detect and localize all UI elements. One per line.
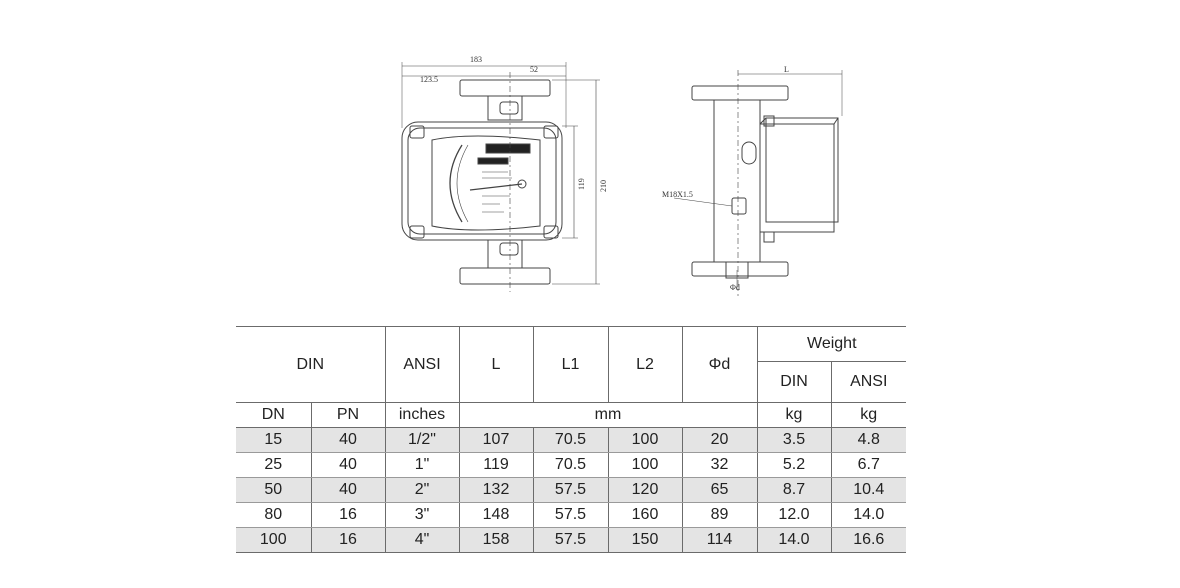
side-view	[673, 70, 843, 296]
cell-l: 158	[458, 527, 534, 553]
cell-l: 148	[458, 502, 534, 528]
header-phid: Φd	[681, 326, 758, 403]
cell-l1: 70.5	[532, 427, 609, 453]
cell-l: 107	[458, 427, 534, 453]
spec-table: DIN ANSI L L1 L2 Φd Weight DIN ANSI DN P…	[236, 326, 907, 553]
cell-pn: 40	[310, 477, 386, 503]
dim-overall-width: 183	[470, 55, 482, 64]
cell-weight-ansi: 10.4	[830, 477, 907, 503]
cell-inches: 4"	[384, 527, 460, 553]
cell-dn: 50	[236, 477, 312, 503]
cell-weight-din: 5.2	[756, 452, 832, 478]
cell-inches: 1/2"	[384, 427, 460, 453]
cell-weight-din: 8.7	[756, 477, 832, 503]
table-row: 100 16 4" 158 57.5 150 114 14.0 16.6	[236, 527, 907, 553]
unit-pn: PN	[310, 402, 386, 428]
dim-side-width: L	[784, 65, 789, 74]
table-row: 50 40 2" 132 57.5 120 65 8.7 10.4	[236, 477, 907, 503]
header-weight-ansi: ANSI	[830, 361, 907, 403]
cell-inches: 2"	[384, 477, 460, 503]
header-row-2: DIN ANSI	[236, 361, 907, 403]
header-din: DIN	[236, 326, 386, 403]
cell-weight-ansi: 4.8	[830, 427, 907, 453]
cell-weight-din: 12.0	[756, 502, 832, 528]
dim-overall-height: 210	[599, 180, 608, 192]
cell-dn: 100	[236, 527, 312, 553]
cell-phid: 32	[681, 452, 758, 478]
front-view	[401, 62, 600, 292]
cell-l1: 57.5	[532, 502, 609, 528]
technical-drawing: 183 123.5 52 119 210 L M18X1.5 Φd	[401, 55, 843, 296]
cell-l2: 100	[607, 452, 683, 478]
cell-dn: 25	[236, 452, 312, 478]
table-row: 15 40 1/2" 107 70.5 100 20 3.5 4.8	[236, 427, 907, 453]
cell-weight-ansi: 14.0	[830, 502, 907, 528]
cell-dn: 15	[236, 427, 312, 453]
unit-kg-din: kg	[756, 402, 832, 428]
header-l1: L1	[532, 326, 609, 403]
cell-inches: 1"	[384, 452, 460, 478]
unit-kg-ansi: kg	[830, 402, 907, 428]
header-ansi: ANSI	[384, 326, 460, 403]
cell-dn: 80	[236, 502, 312, 528]
cell-pn: 16	[310, 502, 386, 528]
cell-phid: 65	[681, 477, 758, 503]
table-row: 25 40 1" 119 70.5 100 32 5.2 6.7	[236, 452, 907, 478]
cell-weight-ansi: 16.6	[830, 527, 907, 553]
cell-pn: 40	[310, 427, 386, 453]
cell-l1: 70.5	[532, 452, 609, 478]
cell-phid: 20	[681, 427, 758, 453]
cell-pn: 40	[310, 452, 386, 478]
cell-phid: 114	[681, 527, 758, 553]
cell-l2: 120	[607, 477, 683, 503]
cell-l: 119	[458, 452, 534, 478]
cell-l2: 100	[607, 427, 683, 453]
cell-l1: 57.5	[532, 477, 609, 503]
header-row: DIN ANSI L L1 L2 Φd Weight	[236, 326, 907, 403]
dim-thread: M18X1.5	[662, 190, 693, 199]
dim-inner-height: 119	[577, 178, 586, 190]
cell-l1: 57.5	[532, 527, 609, 553]
cell-phid: 89	[681, 502, 758, 528]
dim-diameter: Φd	[730, 283, 740, 292]
cell-inches: 3"	[384, 502, 460, 528]
dim-right-width: 52	[530, 65, 538, 74]
header-weight: Weight	[756, 326, 907, 362]
cell-pn: 16	[310, 527, 386, 553]
units-row: DN PN inches mm kg kg	[236, 402, 907, 428]
unit-mm: mm	[458, 402, 758, 428]
unit-inches: inches	[384, 402, 460, 428]
dim-left-width: 123.5	[420, 75, 438, 84]
table-row: 80 16 3" 148 57.5 160 89 12.0 14.0	[236, 502, 907, 528]
cell-l: 132	[458, 477, 534, 503]
cell-weight-din: 3.5	[756, 427, 832, 453]
cell-weight-din: 14.0	[756, 527, 832, 553]
cell-weight-ansi: 6.7	[830, 452, 907, 478]
unit-dn: DN	[236, 402, 312, 428]
header-l: L	[458, 326, 534, 403]
cell-l2: 160	[607, 502, 683, 528]
cell-l2: 150	[607, 527, 683, 553]
header-l2: L2	[607, 326, 683, 403]
header-weight-din: DIN	[756, 361, 832, 403]
